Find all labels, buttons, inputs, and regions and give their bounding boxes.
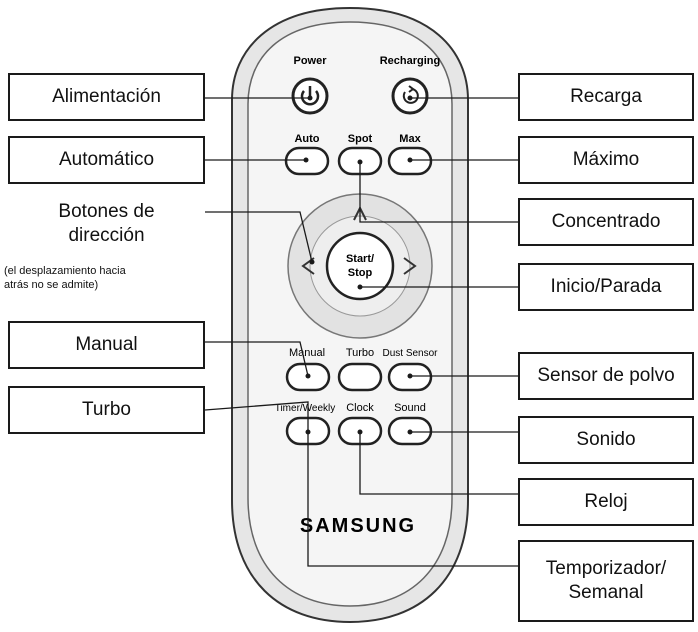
start-stop-label-1: Start/ xyxy=(346,253,374,265)
callout-recarga: Recarga xyxy=(518,73,694,121)
recharge-icon xyxy=(402,88,419,104)
callout-recarga-label: Recarga xyxy=(570,86,642,107)
turbo-button xyxy=(337,362,383,392)
callout-botones-note-line2: atrás no se admite) xyxy=(4,279,99,291)
start-stop-button xyxy=(325,231,395,301)
callout-botones-note-line1: (el desplazamiento hacia xyxy=(4,265,126,277)
callout-temporizador-semanal: Temporizador/ Semanal xyxy=(518,540,694,622)
right-arrow-icon xyxy=(403,257,417,275)
callout-concentrado: Concentrado xyxy=(518,198,694,246)
callout-alimentacion: Alimentación xyxy=(8,73,205,121)
timer-weekly-label: Timer/Weekly xyxy=(275,403,336,414)
callout-botones-line2: dirección xyxy=(68,225,145,246)
callout-botones-direccion: Botones de dirección xyxy=(8,200,205,248)
callout-concentrado-label: Concentrado xyxy=(551,211,661,232)
auto-label: Auto xyxy=(294,133,319,145)
callout-sonido-label: Sonido xyxy=(576,429,636,450)
callout-maximo: Máximo xyxy=(518,136,694,184)
callout-manual: Manual xyxy=(8,321,205,369)
leader-lines xyxy=(204,97,518,567)
callout-automatico-label: Automático xyxy=(58,149,155,170)
callout-reloj-label: Reloj xyxy=(584,491,628,512)
callout-botones-note: (el desplazamiento hacia atrás no se adm… xyxy=(4,264,214,292)
clock-label: Clock xyxy=(346,402,374,414)
manual-label: Manual xyxy=(289,347,325,359)
power-icon xyxy=(300,90,320,106)
recharging-label: Recharging xyxy=(380,55,441,67)
callout-automatico: Automático xyxy=(8,136,205,184)
start-stop-label-2: Stop xyxy=(348,267,373,279)
callout-sonido: Sonido xyxy=(518,416,694,464)
callout-alimentacion-label: Alimentación xyxy=(52,86,161,107)
power-label: Power xyxy=(293,55,327,67)
brand-logo: SAMSUNG xyxy=(300,515,416,537)
callout-botones-line1: Botones de xyxy=(58,201,155,222)
callout-inicio-parada-label: Inicio/Parada xyxy=(550,276,662,297)
callout-maximo-label: Máximo xyxy=(572,149,640,170)
callout-turbo: Turbo xyxy=(8,386,205,434)
callout-turbo-label: Turbo xyxy=(82,399,131,420)
callout-sensor-de-polvo-label: Sensor de polvo xyxy=(537,365,675,386)
turbo-label: Turbo xyxy=(346,347,374,359)
max-label: Max xyxy=(399,133,421,145)
callout-manual-label: Manual xyxy=(75,334,138,355)
callout-temporizador-line2: Semanal xyxy=(568,582,644,603)
callout-temporizador-line1: Temporizador/ xyxy=(545,558,667,579)
callout-inicio-parada: Inicio/Parada xyxy=(518,263,694,311)
callout-sensor-de-polvo: Sensor de polvo xyxy=(518,352,694,400)
dust-sensor-label: Dust Sensor xyxy=(382,348,438,359)
sound-label: Sound xyxy=(394,402,426,414)
callout-reloj: Reloj xyxy=(518,478,694,526)
spot-label: Spot xyxy=(348,133,373,145)
